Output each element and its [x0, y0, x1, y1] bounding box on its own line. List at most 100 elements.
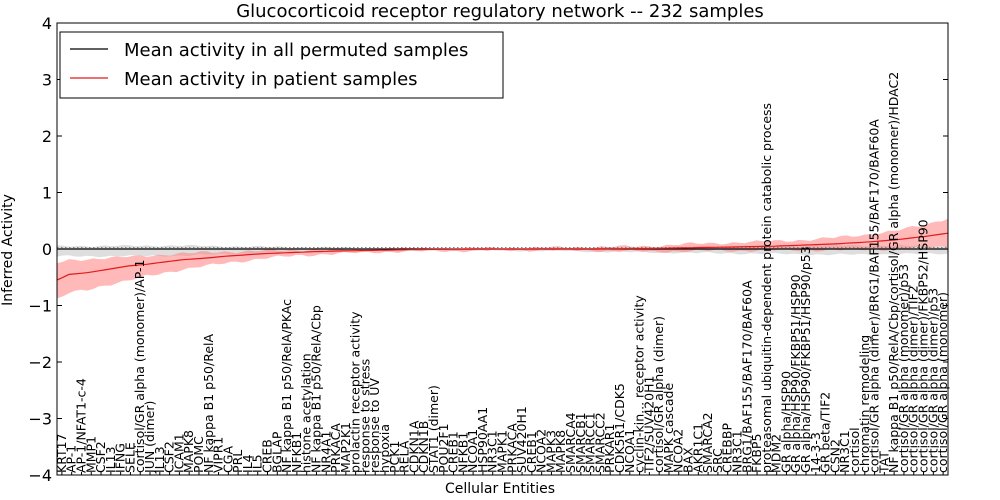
x-tick-label: hypoxia — [377, 424, 392, 473]
x-tick-label: PRKACA — [504, 423, 519, 473]
x-tick-label: MAPK8 — [553, 430, 568, 473]
x-tick-label: SMARCA4 — [563, 412, 578, 473]
x-tick-label: AP-1/NFAT1-c-4 — [74, 378, 89, 473]
x-tick-label: SMARCC2 — [592, 412, 607, 473]
x-tick-label: cortisol/GR alpha (dimer)/BRG1/BAF155/BA… — [867, 119, 882, 473]
legend: Mean activity in all permuted samples Me… — [59, 31, 504, 99]
x-tick-label: GR alpha/HSP90/FKBP51/HSP90 — [788, 274, 803, 473]
y-tick-label: 4 — [42, 14, 52, 33]
x-tick-label: MAPK8 — [181, 430, 196, 473]
x-tick-label: CREB — [260, 439, 275, 473]
x-tick-label: MAPK3 — [544, 430, 559, 473]
legend-frame — [59, 31, 504, 99]
x-tick-label: MAP2K1 — [338, 422, 353, 473]
x-tick-label: SMARCA2 — [700, 412, 715, 473]
x-tick-label: NR4A1 — [318, 431, 333, 474]
x-tick-label: NFKB1 — [455, 432, 470, 473]
x-tick-label: VIPR1 — [211, 437, 226, 473]
x-tick-label: GR alpha/HSP90 — [778, 371, 793, 473]
x-tick-label: POMC — [191, 436, 206, 473]
x-tick-label: JUN (dimer) — [142, 401, 157, 474]
line-series-1 — [56, 232, 949, 281]
x-tick-label: CDKN1A — [406, 420, 421, 473]
y-tick-label: 2 — [42, 127, 52, 146]
x-tick-label: histone acetylation — [299, 353, 314, 473]
series-lines — [56, 232, 949, 281]
x-tick-label: MMP1 — [83, 436, 98, 473]
x-tick-label: cortisol/GR alpha (monomer) — [935, 292, 950, 473]
x-tick-label: NCOA1 — [465, 429, 480, 473]
x-tick-label: cortisol/GR alpha (dimer)/FKBP52/HSP90 — [916, 219, 931, 473]
chart-title: Glucocorticoid receptor regulatory netwo… — [236, 1, 764, 22]
legend-label-permuted: Mean activity in all permuted samples — [124, 40, 468, 61]
x-tick-label: NR3C1 — [730, 430, 745, 473]
x-tick-label: AKR1C1 — [690, 423, 705, 473]
x-tick-label: TAT — [876, 451, 891, 474]
x-tick-label: NFKB1 — [289, 432, 304, 473]
x-tick-label: HSP90AA1 — [475, 407, 490, 473]
x-tick-label: proteasomal ubiquitin-dependent protein … — [759, 103, 774, 473]
x-tick-label: BRG1/BAF155/BAF170/BAF60A — [739, 280, 754, 473]
x-tick-label: IL13 — [152, 446, 167, 473]
x-tick-label: 14-3-3 — [808, 432, 823, 473]
y-tick-label: −4 — [28, 466, 52, 485]
x-tick-label: PRKAR1 — [602, 424, 617, 473]
x-tick-label: NR3C1 — [837, 430, 852, 473]
legend-label-patient: Mean activity in patient samples — [124, 69, 418, 90]
x-tick-label: chromatin remodeling — [857, 335, 872, 473]
x-tick-label: CDKN1B — [416, 421, 431, 473]
x-tick-label: prolactin receptor activity — [348, 311, 363, 473]
y-tick-label: 0 — [42, 240, 52, 259]
y-tick-label: −2 — [28, 353, 52, 372]
x-tick-label: cortisol/GR alpha (dimer)/TIF2 — [906, 285, 921, 473]
x-tick-label: cortisol — [847, 427, 862, 473]
x-tick-label: SMARCC1 — [583, 412, 598, 473]
x-tick-label: BAX — [681, 447, 696, 473]
x-tick-label: IL5 — [250, 454, 265, 473]
y-tick-label: −3 — [28, 410, 52, 429]
x-axis-label: Cellular Entities — [445, 481, 555, 497]
x-tick-label: GR alpha/HSP90/FKBP51/HSP90/p53 — [798, 246, 813, 473]
x-tick-label: IL13 — [103, 446, 118, 473]
x-tick-label: PCK1 — [387, 441, 402, 473]
x-tick-label: NCOA2 — [671, 429, 686, 473]
x-axis-ticks: KRT17AP-1AP-1/NFAT1-c-4MMP1CSF2IL13IFNGS… — [54, 72, 950, 475]
x-tick-label: IFNG — [113, 443, 128, 473]
y-tick-label: 3 — [42, 71, 52, 90]
x-tick-label: response to stress — [357, 359, 372, 473]
x-tick-label: MAPK1 — [495, 430, 510, 473]
x-tick-label: NF kappa B1 p50/RelA/PKAc — [279, 299, 294, 473]
x-tick-label: MDM2 — [769, 434, 784, 473]
x-tick-label: SRC — [710, 448, 725, 473]
x-tick-label: CREB1 — [446, 431, 461, 473]
x-tick-label: IL4 — [240, 454, 255, 473]
x-tick-label: CSF2 — [162, 441, 177, 473]
x-tick-label: SMARCB1 — [573, 412, 588, 473]
x-tick-label: BGLAP — [269, 431, 284, 473]
x-tick-label: TIF2/SUV420H1 — [641, 376, 656, 475]
x-tick-label: RELA — [397, 440, 412, 473]
x-tick-label: STAT1 (dimer) — [426, 385, 441, 473]
x-tick-label: CREBBP — [720, 423, 735, 473]
x-tick-label: CGA — [220, 446, 235, 473]
x-tick-label: AP-1 — [64, 445, 79, 473]
x-tick-label: SUV420H1 — [514, 406, 529, 473]
band-series-1 — [57, 218, 948, 299]
x-tick-label: SELE — [122, 442, 137, 473]
x-tick-label: CSN2 — [827, 439, 842, 473]
x-tick-label: NCOA1 — [622, 429, 637, 473]
x-tick-label: GR beta/TIF2 — [818, 392, 833, 473]
x-tick-label: NF kappa B1 p50/RelA/Cbp — [309, 305, 324, 473]
x-tick-label: response to UV — [367, 378, 382, 473]
x-tick-label: NF kappa B1 p50/RelA/Cbp/cortisol/GR alp… — [886, 72, 901, 473]
x-tick-label: cortisol/GR alpha (dimer)/p53 — [925, 288, 940, 473]
x-tick-label: MAPK cascade — [661, 382, 676, 473]
x-tick-label: cortisol/GR alpha (monomer)/AP-1 — [132, 259, 147, 473]
x-tick-label: KRT17 — [54, 433, 69, 473]
x-tick-label: cyclin-kin... receptor activity — [632, 295, 647, 473]
y-axis-label: Inferred Activity — [0, 194, 16, 306]
x-tick-label: CSF2 — [93, 441, 108, 473]
x-tick-label: CDK5R1/CDK5 — [612, 383, 627, 473]
x-tick-label: cortisol/GR alpha (dimer) — [651, 316, 666, 473]
